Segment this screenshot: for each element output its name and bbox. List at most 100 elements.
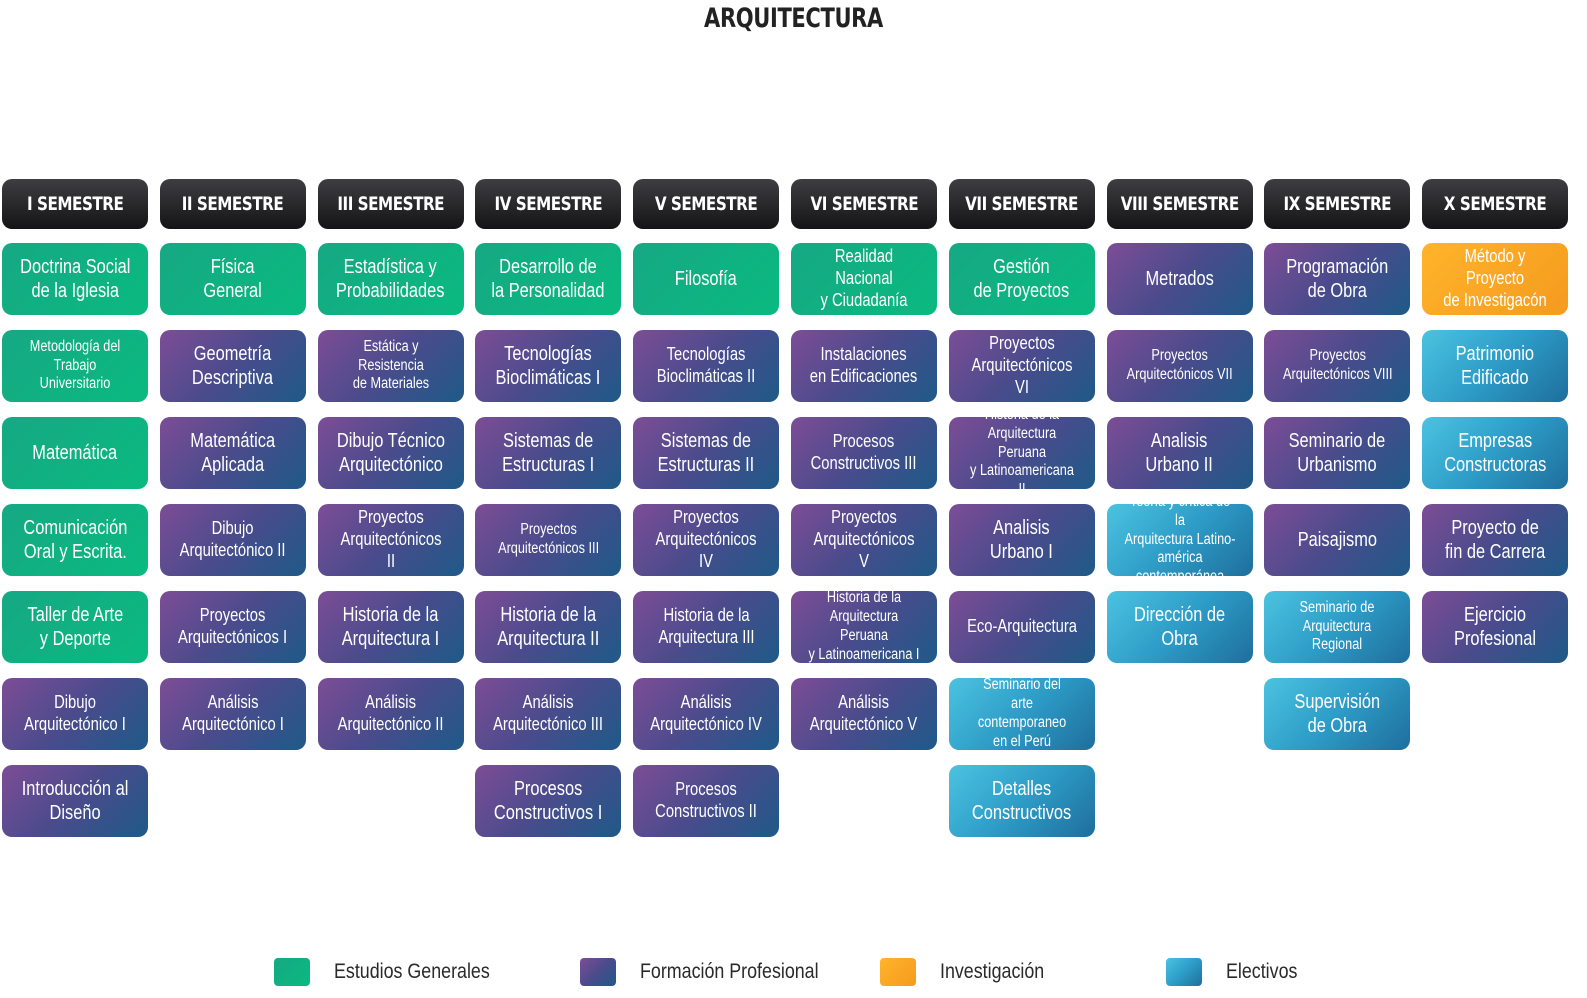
legend-label: Electivos xyxy=(1226,960,1298,983)
course-name: Proyectos Arquitectónicos VI xyxy=(971,333,1073,397)
course-name: Análisis Arquitectónico V xyxy=(810,692,918,734)
course-card: Sistemas de Estructuras I xyxy=(475,417,622,489)
legend-swatch xyxy=(274,958,310,986)
course-card: Proyectos Arquitectónicos VII xyxy=(1106,330,1253,402)
legend-swatch xyxy=(580,958,616,986)
course-card: Instalaciones en Edificaciones xyxy=(791,330,937,402)
course-name: Eco-Arquitectura xyxy=(966,616,1077,637)
course-card: Dibujo Técnico Arquitectónico xyxy=(317,417,464,489)
course-card: Proyectos Arquitectónicos I xyxy=(159,591,306,663)
course-card: Desarrollo de la Personalidad xyxy=(475,243,622,315)
course-name: Instalaciones en Edificaciones xyxy=(810,344,918,386)
course-name: Proyecto de fin de Carrera xyxy=(1445,516,1546,563)
course-name: Metrados xyxy=(1145,267,1214,290)
semester-header: IV SEMESTRE xyxy=(475,179,622,229)
course-name: Dibujo Técnico Arquitectónico xyxy=(336,429,445,476)
course-card: Física General xyxy=(159,243,306,315)
course-name: Dibujo Arquitectónico II xyxy=(179,518,286,560)
course-card: Filosofía xyxy=(633,243,780,315)
course-name: Metodología del Trabajo Universitario xyxy=(29,337,121,393)
course-card: Estática y Resistencia de Materiales xyxy=(317,330,464,402)
course-card: Dibujo Arquitectónico II xyxy=(159,504,306,576)
course-card: Dibujo Arquitectónico I xyxy=(2,678,148,750)
course-name: Matemática Aplicada xyxy=(190,429,276,476)
legend-item-investigacion: Investigación xyxy=(880,956,1063,988)
course-name: Teoría y crìtica de la Arquitectura Lati… xyxy=(1124,492,1236,586)
course-name: Introducción al Diseño xyxy=(21,777,129,824)
course-name: Sistemas de Estructuras II xyxy=(657,429,755,476)
course-name: Método y Proyecto de Investigacón xyxy=(1443,246,1547,310)
legend-swatch xyxy=(1166,958,1202,986)
course-card: Historia de la Arquitectura II xyxy=(475,591,622,663)
course-card: Historia de la Arquitectura I xyxy=(317,591,464,663)
course-name: Proyectos Arquitectónicos II xyxy=(340,507,442,571)
course-name: Proyectos Arquitectónicos VIII xyxy=(1282,347,1393,383)
course-name: Empresas Constructoras xyxy=(1444,429,1547,476)
course-name: Proyectos Arquitectónicos VII xyxy=(1126,347,1233,383)
course-name: Física General xyxy=(203,255,262,302)
semester-header-label: IV SEMESTRE xyxy=(494,193,603,215)
legend-label: Formación Profesional xyxy=(640,960,819,983)
course-card: Detalles Constructivos xyxy=(948,765,1095,837)
course-name: Dirección de Obra xyxy=(1134,603,1226,650)
course-card: Análisis Arquitectónico V xyxy=(791,678,937,750)
course-name: Proyectos Arquitectónicos V xyxy=(813,507,915,571)
course-card: Procesos Constructivos I xyxy=(475,765,622,837)
course-name: Analisis Urbano I xyxy=(990,516,1054,563)
semester-header: I SEMESTRE xyxy=(2,179,148,229)
semester-column: VI SEMESTRE Realidad Nacional y Ciudadaní… xyxy=(791,0,937,880)
course-name: Ejercicio Profesional xyxy=(1454,603,1537,650)
semester-header-label: V SEMESTRE xyxy=(654,193,758,215)
semester-header-label: VI SEMESTRE xyxy=(810,193,918,215)
course-card: Análisis Arquitectónico II xyxy=(317,678,464,750)
course-name: Procesos Constructivos III xyxy=(811,431,917,473)
semester-header-label: I SEMESTRE xyxy=(26,193,124,215)
course-card: Realidad Nacional y Ciudadanía xyxy=(791,243,937,315)
semester-header: X SEMESTRE xyxy=(1422,179,1569,229)
course-card: Estadística y Probabilidades xyxy=(317,243,464,315)
legend-item-general: Estudios Generales xyxy=(274,956,517,988)
semester-column: X SEMESTRE Método y Proyecto de Investiga… xyxy=(1422,0,1569,880)
course-name: Procesos Constructivos I xyxy=(494,777,603,824)
course-card: Proyectos Arquitectónicos V xyxy=(791,504,937,576)
course-name: Análisis Arquitectónico III xyxy=(493,692,604,734)
course-card: Análisis Arquitectónico III xyxy=(475,678,622,750)
course-name: Proyectos Arquitectónicos III xyxy=(497,521,599,557)
course-name: Análisis Arquitectónico IV xyxy=(650,692,762,734)
course-name: Historia de la Arquitectura Peruana y La… xyxy=(969,405,1074,499)
course-name: Análisis Arquitectónico I xyxy=(181,692,284,734)
legend-item-profesional: Formación Profesional xyxy=(580,956,850,988)
semester-header: VI SEMESTRE xyxy=(791,179,937,229)
course-name: Procesos Constructivos II xyxy=(655,779,758,821)
semester-header-label: IX SEMESTRE xyxy=(1283,193,1392,215)
course-name: Historia de la Arquitectura III xyxy=(658,605,755,647)
semester-header: IX SEMESTRE xyxy=(1264,179,1411,229)
course-name: Seminario de Arquitectura Regional xyxy=(1299,598,1375,654)
course-card: Seminario de Arquitectura Regional xyxy=(1264,591,1411,663)
course-card: Sistemas de Estructuras II xyxy=(633,417,780,489)
course-card: Taller de Arte y Deporte xyxy=(2,591,148,663)
semester-header: II SEMESTRE xyxy=(159,179,306,229)
course-card: Historia de la Arquitectura Peruana y La… xyxy=(948,406,1095,498)
course-name: Doctrina Social de la Iglesia xyxy=(19,255,131,302)
course-card: Paisajismo xyxy=(1264,504,1411,576)
course-card: Analisis Urbano I xyxy=(948,504,1095,576)
course-name: Filosofía xyxy=(675,267,738,290)
course-name: Tecnologías Bioclimáticas I xyxy=(495,342,601,389)
course-name: Estática y Resistencia de Materiales xyxy=(352,337,429,393)
legend-swatch xyxy=(880,958,916,986)
course-card: Proyectos Arquitectónicos II xyxy=(317,504,464,576)
course-card: Teoría y crìtica de la Arquitectura Lati… xyxy=(1106,493,1253,585)
course-name: Realidad Nacional y Ciudadanía xyxy=(820,246,908,310)
course-card: Supervisión de Obra xyxy=(1264,678,1411,750)
course-card: Proyectos Arquitectónicos III xyxy=(475,504,622,576)
course-card: Proyectos Arquitectónicos VIII xyxy=(1264,330,1411,402)
course-card: Seminario de Urbanismo xyxy=(1264,417,1411,489)
course-name: Tecnologías Bioclimáticas II xyxy=(656,344,756,386)
legend-label: Investigación xyxy=(940,960,1045,983)
course-card: Analisis Urbano II xyxy=(1106,417,1253,489)
